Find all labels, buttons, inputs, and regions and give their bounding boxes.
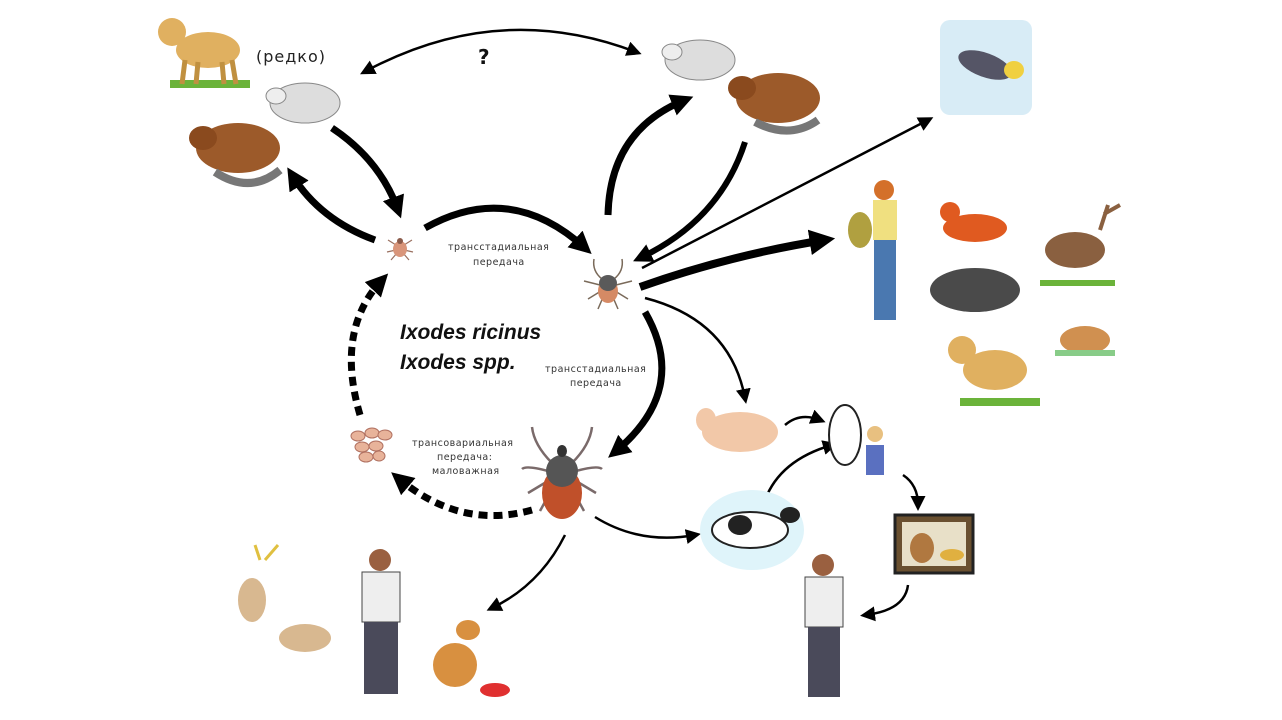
beaver-left [189,123,283,187]
mouse-left [265,82,341,124]
dog-right [948,336,1040,406]
arrow-beaver-to-nymph [633,141,748,262]
tick-nymph [583,258,633,310]
mouse-right [661,39,736,81]
goat [696,408,778,452]
tick-eggs [350,427,393,463]
dog-bowl [433,620,510,697]
arrow-adult-to-cow [594,515,701,544]
arrow-mouse-to-larva [330,125,404,219]
deer-male [1040,203,1121,286]
man-left [361,549,401,694]
transovarial-label-line2: передача: [437,452,492,463]
bird [940,20,1032,115]
dog-top-left [158,18,250,88]
transstadial-label-1-line1: трансстадиальная [448,242,549,253]
question-mark: ? [478,45,490,69]
species-name-1: Ixodes ricinus [400,321,541,344]
wild-boar [930,268,1020,312]
deer-bottom-left [238,544,331,652]
transovarial-label-line3: маловажная [432,466,500,477]
cow [700,490,804,570]
arrow-question-bidirectional [360,28,642,75]
rare-label: (редко) [256,47,326,66]
arrows [287,28,934,622]
cow-milking-farmer [828,404,884,475]
hiker-woman [848,180,897,320]
arrow-larva-to-nymph [423,204,592,255]
fawn [1055,326,1115,356]
transstadial-label-1-line2: передача [473,257,525,268]
arrow-milker-to-milk [902,473,926,511]
arrow-larva-to-beaver [287,167,377,244]
arrow-nymph-to-goat [644,296,751,404]
arrow-nymph-to-mouse [604,94,694,216]
arrow-goat-to-milker [784,409,826,426]
arrow-nymph-to-hiker [638,229,836,291]
arrow-cow-to-milker [763,440,838,501]
transstadial-label-2-line2: передача [570,378,622,389]
beaver-right [728,73,821,135]
arrow-adult-to-dog [486,534,567,611]
milk-products-picture [893,513,975,575]
arrow-eggs-to-larva-dashed [347,273,389,416]
man-right [804,554,844,697]
arrow-nymph-to-adult [608,310,666,458]
arrow-adult-to-eggs-dashed [391,472,533,519]
tick-adult [521,426,603,519]
tick-larva [386,238,414,261]
arrow-nymph-to-bird [641,117,934,270]
fox [940,202,1007,242]
transovarial-label-line1: трансовариальная [412,438,514,449]
arrow-milk-to-man [860,584,910,622]
transstadial-label-2-line1: трансстадиальная [545,364,646,375]
species-name-2: Ixodes spp. [400,351,516,374]
